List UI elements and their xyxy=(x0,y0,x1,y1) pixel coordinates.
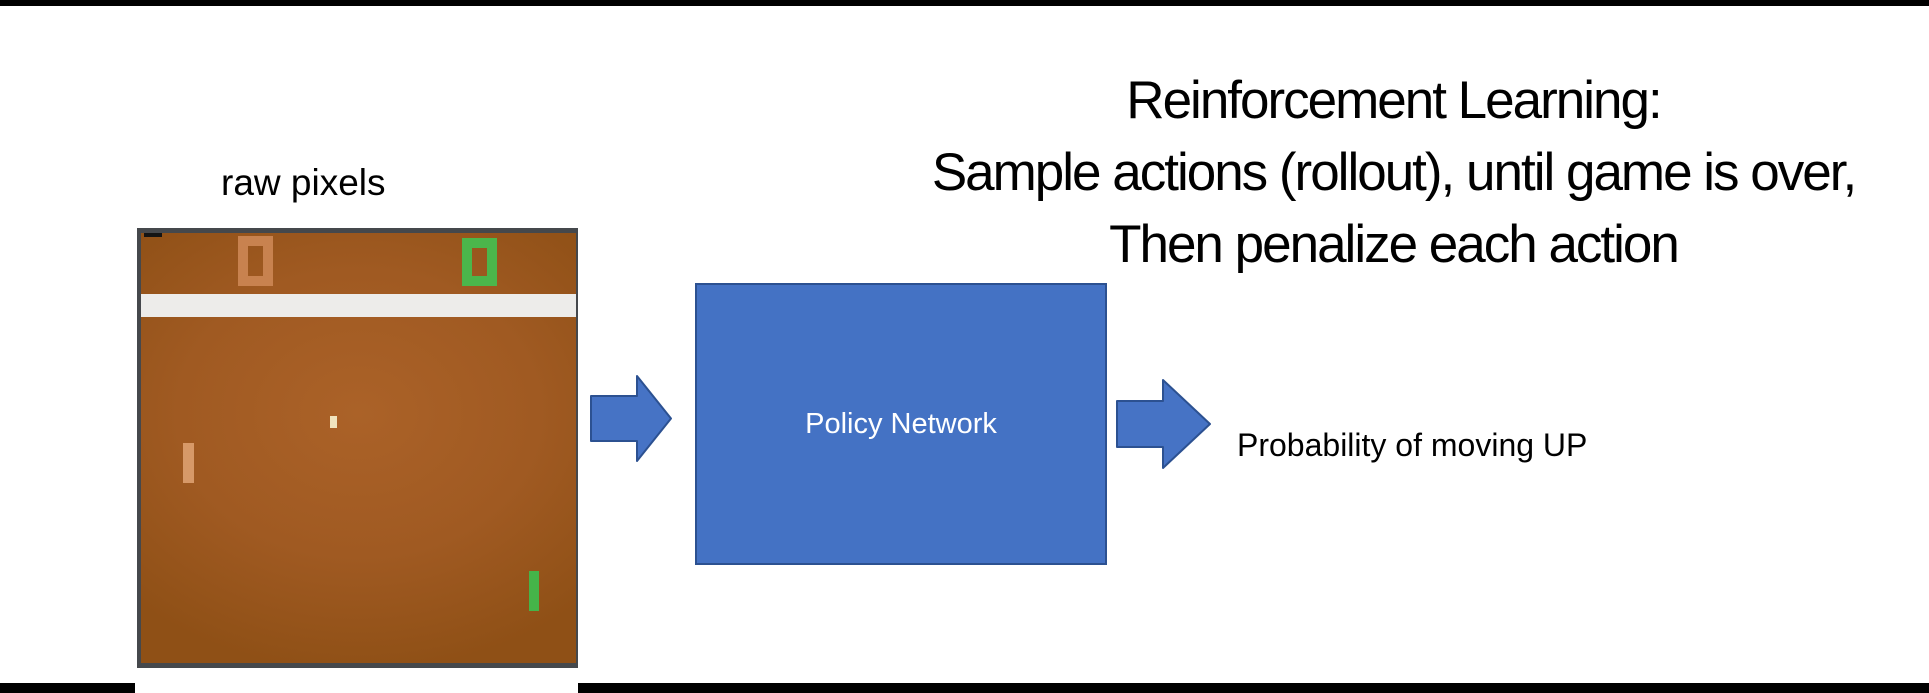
pong-paddle-left xyxy=(183,443,194,483)
probability-label: Probability of moving UP xyxy=(1237,427,1588,463)
policy-network-label: Policy Network xyxy=(805,407,997,440)
pong-field xyxy=(141,233,576,663)
policy-network-box: Policy Network xyxy=(695,283,1107,565)
top-black-bar xyxy=(0,0,1929,6)
slide-title-line2: Sample actions (rollout), until game is … xyxy=(931,143,1857,202)
pong-score-right-digit xyxy=(462,238,497,286)
pong-score-left-digit xyxy=(238,236,273,286)
bottom-black-bar xyxy=(0,683,1929,693)
output-arrow-icon xyxy=(1116,379,1211,469)
raw-pixels-label: raw pixels xyxy=(221,162,386,203)
pong-center-stripe xyxy=(141,294,576,317)
bottom-bar-white-gap xyxy=(135,668,578,693)
slide-title-line1: Reinforcement Learning: xyxy=(1126,71,1662,130)
input-arrow-icon xyxy=(590,375,672,462)
pong-ball xyxy=(330,416,337,428)
pong-screenshot xyxy=(137,228,578,668)
slide-title-line3: Then penalize each action xyxy=(1109,215,1680,274)
pong-paddle-right xyxy=(529,571,539,611)
slide-title: Reinforcement Learning: Sample actions (… xyxy=(858,65,1929,281)
pong-top-left-mark xyxy=(144,233,162,237)
